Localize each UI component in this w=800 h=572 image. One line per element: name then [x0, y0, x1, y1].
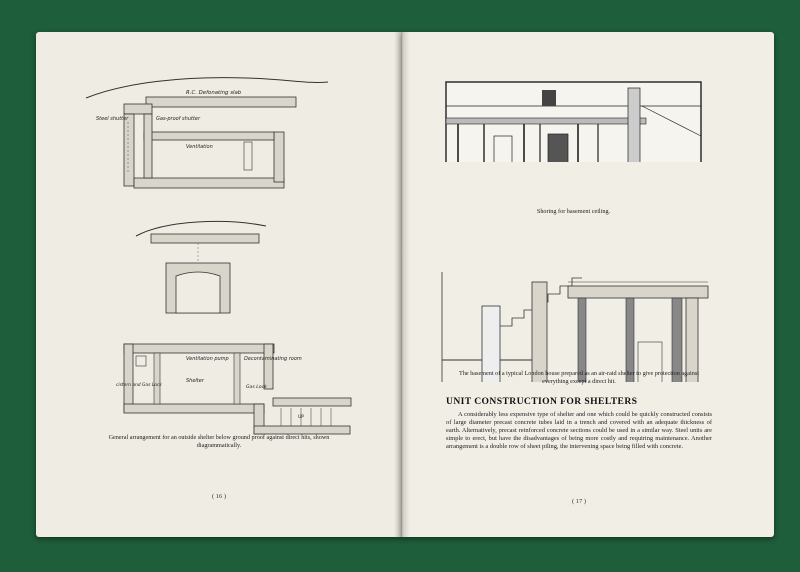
basement-caption: The basement of a typical London house p…: [459, 370, 699, 385]
cistern-gas-lock-label: cistern and Gas Lock: [116, 382, 162, 388]
ventilation-pump-label: Ventilation pump: [186, 356, 229, 362]
steel-shutter-label: Steel shutter: [96, 116, 129, 122]
open-booklet: R.C. Defonating slab Steel shutter Gas-p…: [36, 32, 774, 537]
left-caption: General arrangement for an outside shelt…: [108, 434, 330, 449]
shelter-label: Shelter: [186, 378, 205, 384]
spine-shadow: [394, 32, 410, 537]
ventilation-label: Ventilation: [186, 144, 213, 150]
section-heading: UNIT CONSTRUCTION FOR SHELTERS: [446, 396, 638, 407]
shoring-caption: Shoring for basement ceiling.: [536, 208, 611, 215]
page-number-17: ( 17 ): [572, 498, 587, 505]
shelter-end-diagram: [135, 220, 267, 314]
gas-proof-shutter-label: Gas-proof shutter: [156, 116, 201, 122]
left-page: R.C. Defonating slab Steel shutter Gas-p…: [36, 32, 402, 537]
decontaminating-room-label: Decontaminating room: [244, 356, 302, 362]
page-number-16: ( 16 ): [212, 493, 227, 500]
gas-lock-label: Gas Lock: [246, 384, 267, 390]
right-page: Shoring for basement ceiling. The baseme…: [402, 32, 774, 537]
stair-treads: [272, 397, 352, 426]
basement-section-drawing: [441, 272, 709, 382]
shoring-illustration: [445, 81, 702, 162]
shelter-plan-diagram: Ventilation pump Decontaminating room Sh…: [116, 343, 352, 435]
section-body: A considerably less expensive type of sh…: [446, 411, 712, 451]
shelter-section-diagram: R.C. Defonating slab Steel shutter Gas-p…: [85, 77, 329, 189]
slab-label: R.C. Defonating slab: [186, 90, 242, 96]
up-label: UP: [298, 414, 304, 420]
